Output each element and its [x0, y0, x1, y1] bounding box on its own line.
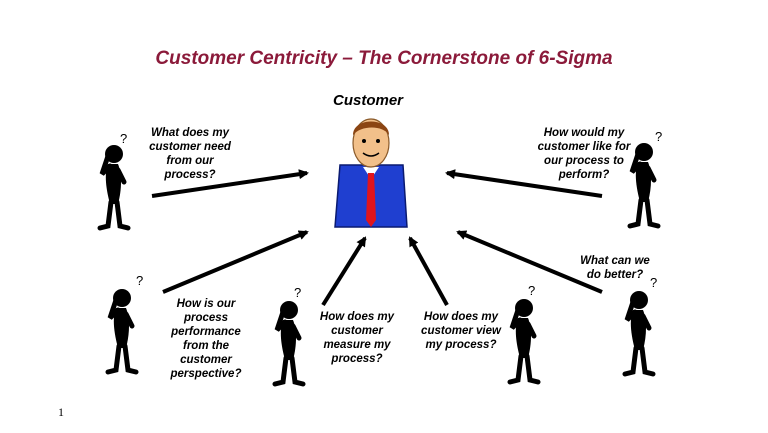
figure-question-mark: ? [120, 131, 127, 146]
question-better: What can we do better? [580, 255, 650, 281]
page-number: 1 [58, 405, 64, 419]
arrow-perform [445, 169, 603, 198]
figure-question-mark: ? [528, 283, 535, 298]
figure-question-mark: ? [655, 129, 662, 144]
figure-question-mark: ? [294, 285, 301, 300]
arrow-need [151, 169, 309, 198]
thinking-figure-icon [275, 301, 303, 384]
customer-icon [334, 118, 408, 228]
question-measure: How does my customer measure my process? [319, 311, 395, 365]
arrow-better [456, 230, 603, 294]
arrow-view [408, 236, 449, 306]
thinking-figure-icon [510, 299, 538, 382]
figure-question-mark: ? [136, 273, 143, 288]
question-performance: How is our process performance from the … [170, 298, 242, 380]
question-view: How does my customer view my process? [421, 311, 501, 351]
arrow-measure [321, 236, 367, 307]
question-perform: How would my customer like for our proce… [537, 127, 631, 181]
page-title: Customer Centricity – The Cornerstone of… [155, 48, 613, 69]
thinking-figure-icon [625, 291, 653, 374]
customer-label: Customer [333, 92, 404, 109]
question-need: What does my customer need from our proc… [149, 127, 231, 181]
figure-question-mark: ? [650, 275, 657, 290]
arrow-performance [162, 230, 309, 294]
thinking-figure-icon [100, 145, 128, 228]
thinking-figure-icon [108, 289, 136, 372]
